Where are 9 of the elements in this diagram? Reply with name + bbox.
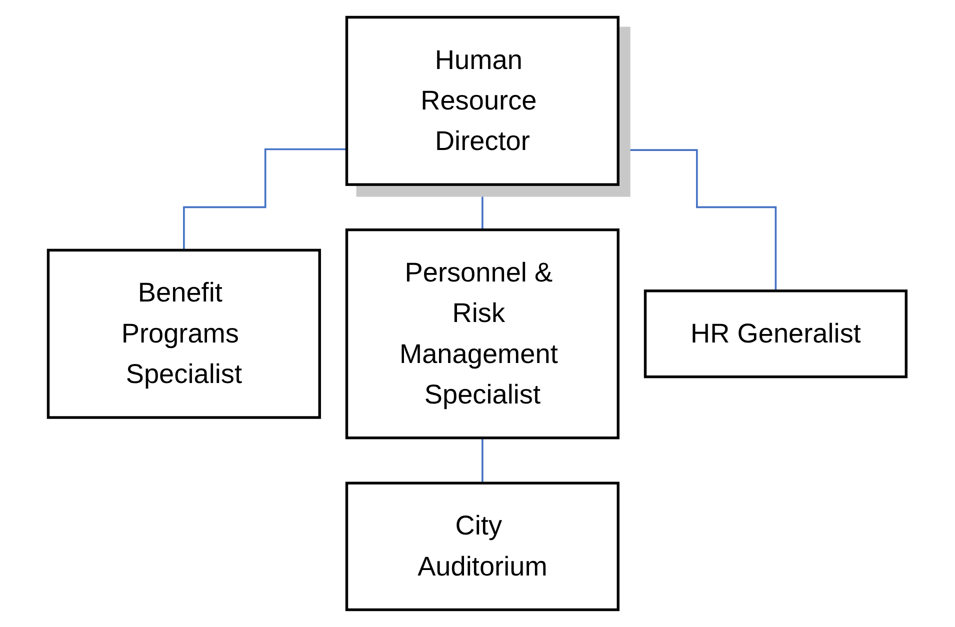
connector <box>618 149 777 292</box>
connector <box>183 148 348 252</box>
node-box: Human Resource Director <box>346 16 620 186</box>
node-box: City Auditorium <box>346 482 620 612</box>
connector <box>482 184 484 231</box>
connector <box>482 436 484 484</box>
node-box: HR Generalist <box>644 290 908 378</box>
node-box: Personnel & Risk Management Specialist <box>346 228 620 440</box>
node-box: Benefit Programs Specialist <box>47 248 322 419</box>
